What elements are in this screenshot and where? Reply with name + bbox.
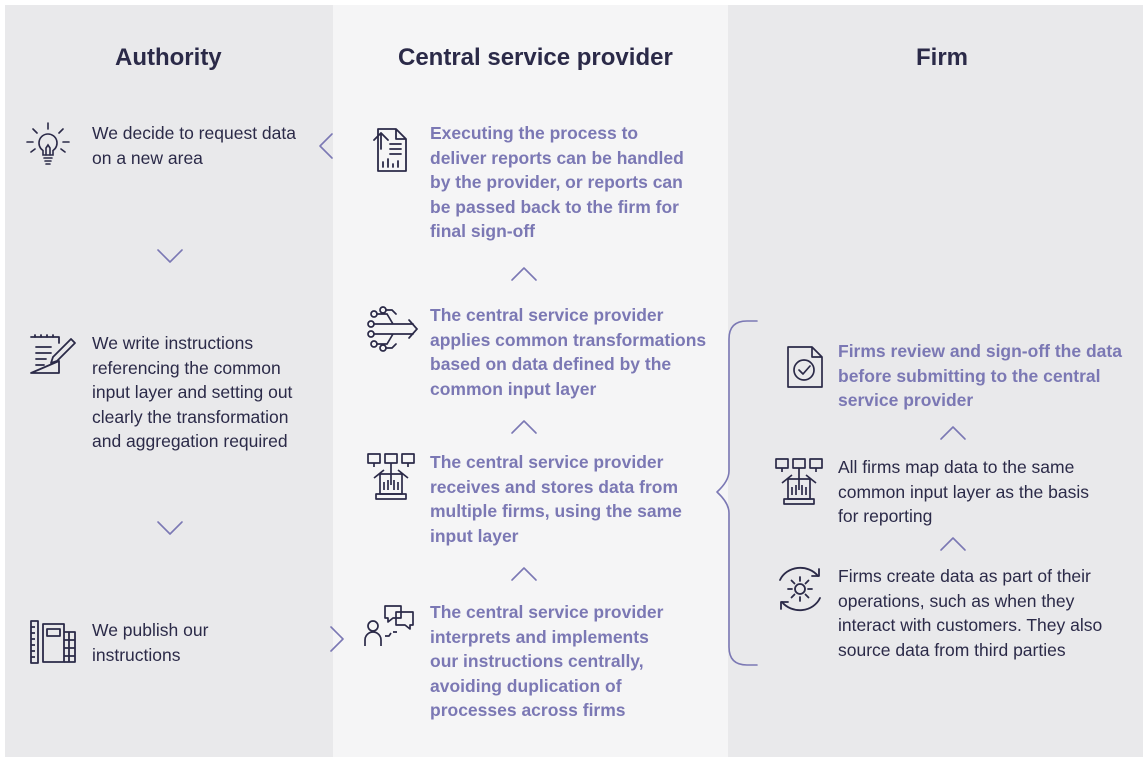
- arrow-down-authority-1: [157, 249, 183, 263]
- people-chat-icon: [363, 602, 415, 648]
- arrow-left-to-authority: [319, 133, 333, 159]
- data-transform-icon: [367, 306, 419, 352]
- lightbulb-icon: [24, 120, 72, 168]
- csp-heading: Central service provider: [398, 44, 673, 71]
- network-upload-icon: [774, 457, 824, 507]
- report-document-icon: [371, 125, 413, 175]
- network-upload-icon: [366, 452, 416, 502]
- document-pen-icon: [27, 333, 77, 377]
- cycle-gear-icon: [774, 564, 826, 614]
- firm-step-review-signoff: Firms review and sign-off the data befor…: [838, 341, 1122, 410]
- firm-column: [728, 5, 1143, 757]
- calculator-ruler-icon: [28, 618, 78, 666]
- firm-step-create-data: Firms create data as part of their opera…: [838, 566, 1103, 660]
- authority-step-request-data: We decide to request data on a new area: [92, 123, 296, 168]
- authority-step-publish: We publish our instructions: [92, 620, 209, 665]
- arrow-right-to-csp: [330, 626, 344, 652]
- central-service-provider-column: [333, 5, 728, 757]
- arrow-up-csp-1: [511, 267, 537, 281]
- csp-step-execute-reports: Executing the process to deliver reports…: [430, 123, 684, 241]
- firm-bracket: [716, 320, 758, 666]
- firm-heading: Firm: [916, 44, 969, 71]
- checked-document-icon: [784, 343, 826, 389]
- authority-step-write-instructions: We write instructions referencing the co…: [92, 333, 293, 451]
- arrow-up-csp-3: [511, 567, 537, 581]
- csp-step-receive-store: The central service provider receives an…: [430, 452, 682, 546]
- csp-step-transformations: The central service provider applies com…: [430, 305, 707, 399]
- csp-step-interpret-implement: The central service provider interprets …: [430, 602, 664, 720]
- firm-step-map-data: All firms map data to the same common in…: [838, 457, 1089, 526]
- authority-heading: Authority: [115, 44, 222, 71]
- arrow-up-firm-2: [940, 537, 966, 551]
- arrow-up-csp-2: [511, 420, 537, 434]
- arrow-down-authority-2: [157, 521, 183, 535]
- arrow-up-firm-1: [940, 426, 966, 440]
